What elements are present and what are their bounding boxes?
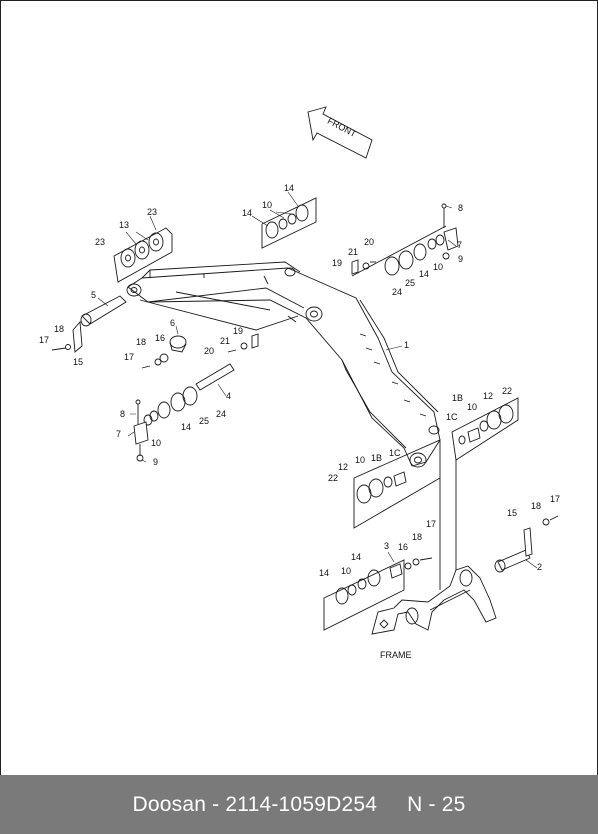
- boom-parts-diagram: FRONT FRAME 1 2 3 4 5 6 7 7 8 8 9 9 10 1…: [39, 106, 560, 660]
- callout-17a: 17: [39, 335, 49, 345]
- callout-3: 3: [384, 541, 389, 551]
- frame-label: FRAME: [380, 650, 412, 660]
- bracket-part-19-left: [227, 333, 259, 353]
- callout-10b: 10: [433, 262, 443, 272]
- washer-stack-14-10-top: [261, 197, 317, 249]
- callout-5: 5: [91, 290, 96, 300]
- callout-25b: 25: [199, 416, 209, 426]
- pin-part-5: [80, 295, 127, 327]
- washer-stack-lower-right: [451, 397, 519, 461]
- callout-14b: 14: [242, 208, 252, 218]
- callout-14a: 14: [284, 183, 294, 193]
- callout-19b: 19: [233, 326, 243, 336]
- callout-17d: 17: [550, 494, 560, 504]
- callout-9a: 9: [458, 254, 463, 264]
- washer-stack-23: [113, 227, 173, 283]
- boom-body: [126, 261, 441, 468]
- callout-17b: 17: [124, 352, 134, 362]
- bolt-part-17a: [51, 344, 71, 351]
- footer-part-number: 2114-1059D254: [225, 792, 378, 816]
- callout-16b: 16: [398, 542, 408, 552]
- callout-1Ba: 1B: [452, 393, 463, 403]
- callout-22a: 22: [502, 386, 512, 396]
- callout-1: 1: [404, 340, 409, 350]
- callout-18a: 18: [54, 324, 64, 334]
- callout-18b: 18: [136, 337, 146, 347]
- callout-10c: 10: [151, 438, 161, 448]
- callout-17c: 17: [426, 519, 436, 529]
- callout-14c: 14: [419, 269, 429, 279]
- callout-10a: 10: [262, 200, 272, 210]
- front-arrow-icon: [307, 106, 373, 159]
- bracket-part-19-right: [351, 259, 376, 275]
- callout-10e: 10: [355, 455, 365, 465]
- callout-7a: 7: [457, 240, 462, 250]
- footer-brand: Doosan: [132, 792, 207, 816]
- callout-20b: 20: [204, 346, 214, 356]
- callout-24b: 24: [216, 409, 226, 419]
- pin-part-4: [195, 363, 235, 391]
- drawing-frame: [0, 0, 598, 776]
- callout-16a: 16: [155, 333, 165, 343]
- callout-8a: 8: [458, 203, 463, 213]
- washer-stack-left-middle: [133, 386, 198, 462]
- callout-1Bb: 1B: [371, 453, 382, 463]
- callout-23a: 23: [147, 207, 157, 217]
- footer-dash: -: [212, 792, 220, 816]
- callout-10d: 10: [467, 402, 477, 412]
- footer-bar: Doosan - 2114-1059D254 N - 25: [0, 775, 598, 834]
- callout-8b: 8: [120, 409, 125, 419]
- callout-19a: 19: [332, 258, 342, 268]
- callout-14e: 14: [351, 552, 361, 562]
- callout-21b: 21: [220, 336, 230, 346]
- frame-part: [371, 565, 497, 635]
- callout-10f: 10: [341, 566, 351, 576]
- plate-part-15: [72, 320, 83, 353]
- callout-24a: 24: [392, 287, 402, 297]
- callout-14f: 14: [319, 568, 329, 578]
- callout-12a: 12: [483, 391, 493, 401]
- callout-9b: 9: [153, 457, 158, 467]
- callout-20a: 20: [364, 237, 374, 247]
- pin-part-3: [389, 557, 433, 579]
- callout-14d: 14: [181, 422, 191, 432]
- callout-2: 2: [537, 562, 542, 572]
- callout-12b: 12: [338, 462, 348, 472]
- callout-23b: 23: [95, 237, 105, 247]
- callout-7b: 7: [116, 429, 121, 439]
- callout-15a: 15: [73, 357, 83, 367]
- callout-4: 4: [226, 391, 231, 401]
- pin-part-6: [169, 335, 187, 353]
- callout-13: 13: [119, 220, 129, 230]
- callout-18c: 18: [412, 532, 422, 542]
- washers-part-16-18: [141, 353, 169, 369]
- callout-1Cb: 1C: [389, 448, 401, 458]
- callout-15b: 15: [507, 508, 517, 518]
- callout-18d: 18: [531, 501, 541, 511]
- callout-6: 6: [170, 318, 175, 328]
- callout-1Ca: 1C: [446, 412, 458, 422]
- callout-25a: 25: [405, 278, 415, 288]
- callout-21a: 21: [348, 247, 358, 257]
- pin-part-2: [494, 515, 559, 573]
- footer-page: N - 25: [407, 792, 466, 816]
- callout-22b: 22: [328, 473, 338, 483]
- washer-stack-bottom: [323, 559, 405, 631]
